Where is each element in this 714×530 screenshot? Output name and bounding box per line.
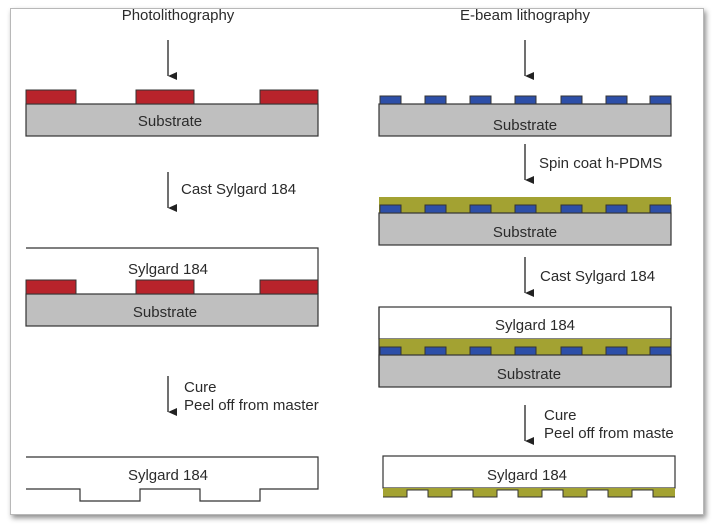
pdms-label: Sylgard 184 [487,467,567,484]
ebeam-resist-block [424,346,447,356]
left-arrow2-label-2: Peel off from master [184,397,319,414]
right-arrow3-label-1: Cure [544,407,577,424]
substrate-label: Substrate [493,117,557,134]
ebeam-resist-block [514,346,537,356]
ebeam-resist-block [379,346,402,356]
substrate-label: Substrate [138,113,202,130]
ebeam-resist-block [649,204,672,214]
ebeam-resist-block [514,95,537,105]
right-step1-master: Substrate [378,95,672,137]
ebeam-resist-block [379,204,402,214]
left-title: Photolithography [122,7,235,24]
photoresist-block [25,279,77,295]
left-step3-stamp: Sylgard 184 [26,456,319,502]
substrate-label: Substrate [493,224,557,241]
ebeam-resist-block [514,204,537,214]
left-arrow1-label: Cast Sylgard 184 [181,181,296,198]
ebeam-resist-block [605,346,628,356]
substrate-label: Substrate [497,366,561,383]
substrate-label: Substrate [133,304,197,321]
ebeam-resist-block [605,95,628,105]
stamp-relief-edge [383,489,675,498]
ebeam-resist-block [649,346,672,356]
ebeam-resist-block [560,204,583,214]
ebeam-resist-block [424,204,447,214]
pdms-label: Sylgard 184 [495,317,575,334]
photoresist-block [259,279,319,295]
ebeam-resist-block [379,95,402,105]
right-step3-cast: Sylgard 184 Substrate [378,306,672,388]
pdms-layer [382,455,676,489]
photoresist-block [259,89,319,105]
left-step2-cast: Sylgard 184 Substrate [25,247,319,327]
pdms-outline [26,247,319,294]
right-arrow3-label-2: Peel off from maste [544,425,674,442]
right-arrow2-label: Cast Sylgard 184 [540,268,655,285]
left-step1-master: Substrate [25,89,319,137]
ebeam-resist-block [424,95,447,105]
right-title: E-beam lithography [460,7,591,24]
h-pdms-stamp-layer [383,488,675,497]
figure-frame [10,8,704,515]
pdms-label: Sylgard 184 [128,467,208,484]
left-column: Photolithography Substrate Cast Sylgard … [25,7,319,502]
substrate-layer [378,212,672,246]
ebeam-resist-block [469,204,492,214]
ebeam-resist-block [560,346,583,356]
ebeam-resist-block [605,204,628,214]
ebeam-resist-block [649,95,672,105]
photoresist-block [135,89,195,105]
right-step2-hpdms: Substrate [378,197,672,246]
ebeam-resist-block [560,95,583,105]
right-arrow1-label: Spin coat h-PDMS [539,155,662,172]
left-arrow2-label-1: Cure [184,379,217,396]
ebeam-resist-block [469,95,492,105]
photoresist-block [25,89,77,105]
right-column: E-beam lithography Substrate Spin coat h… [378,7,676,498]
substrate-layer [25,293,319,327]
right-step4-stamp: Sylgard 184 [382,455,676,498]
substrate-layer [25,103,319,137]
ebeam-resist-block [469,346,492,356]
photoresist-block [135,279,195,295]
pdms-label: Sylgard 184 [128,261,208,278]
pdms-stamp-outline [26,456,319,502]
